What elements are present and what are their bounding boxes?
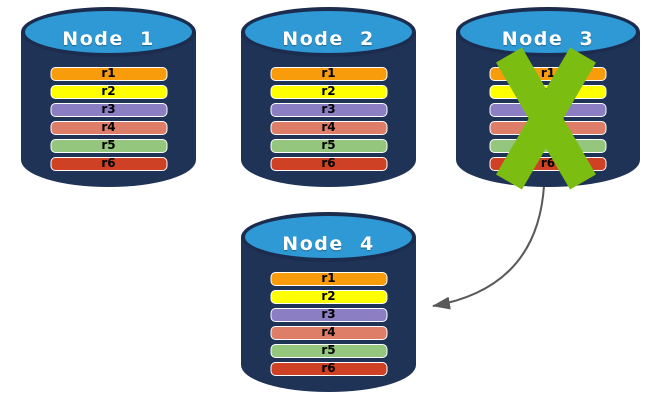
replica-row-r3: r3 xyxy=(50,103,167,117)
cylinder-top: Node 3 xyxy=(456,7,640,57)
cylinder-top: Node 1 xyxy=(21,7,196,57)
node-title: Node 1 xyxy=(62,27,155,50)
node-1: Node 1 r1 r2 r3 r4 r5 r6 xyxy=(21,7,196,187)
replica-row-r3: r3 xyxy=(270,103,387,117)
node-title: Node 4 xyxy=(282,232,375,255)
replica-row-r1: r1 xyxy=(270,67,387,81)
replica-row-r3: r3 xyxy=(270,308,387,322)
cylinder-top: Node 4 xyxy=(241,212,416,262)
replica-row-r4: r4 xyxy=(50,121,167,135)
node-4: Node 4 r1 r2 r3 r4 r5 r6 xyxy=(241,212,416,392)
replica-row-r2: r2 xyxy=(270,290,387,304)
arrow-curve xyxy=(432,185,545,310)
replica-rows: r1 r2 r3 r4 r5 r6 xyxy=(50,67,167,175)
replica-row-r1: r1 xyxy=(50,67,167,81)
cylinder-top: Node 2 xyxy=(241,7,416,57)
replica-row-r6: r6 xyxy=(50,157,167,171)
replica-row-r4: r4 xyxy=(270,121,387,135)
replica-row-r5: r5 xyxy=(270,344,387,358)
replica-row-r2: r2 xyxy=(270,85,387,99)
failure-x-icon xyxy=(496,47,596,190)
node-title: Node 3 xyxy=(501,27,595,50)
replica-rows: r1 r2 r3 r4 r5 r6 xyxy=(270,67,387,175)
node-3: Node 3 r1 r2 r3 r4 r5 r6 xyxy=(456,7,640,190)
x-stroke xyxy=(496,47,596,190)
replica-row-r6: r6 xyxy=(270,362,387,376)
replica-row-r6: r6 xyxy=(270,157,387,171)
replica-row-r1: r1 xyxy=(270,272,387,286)
replica-row-r4: r4 xyxy=(270,326,387,340)
replica-row-r5: r5 xyxy=(50,139,167,153)
replica-row-r5: r5 xyxy=(270,139,387,153)
node-2: Node 2 r1 r2 r3 r4 r5 r6 xyxy=(241,7,416,187)
node-title: Node 2 xyxy=(282,27,375,50)
replica-rows: r1 r2 r3 r4 r5 r6 xyxy=(270,272,387,380)
replica-row-r2: r2 xyxy=(50,85,167,99)
